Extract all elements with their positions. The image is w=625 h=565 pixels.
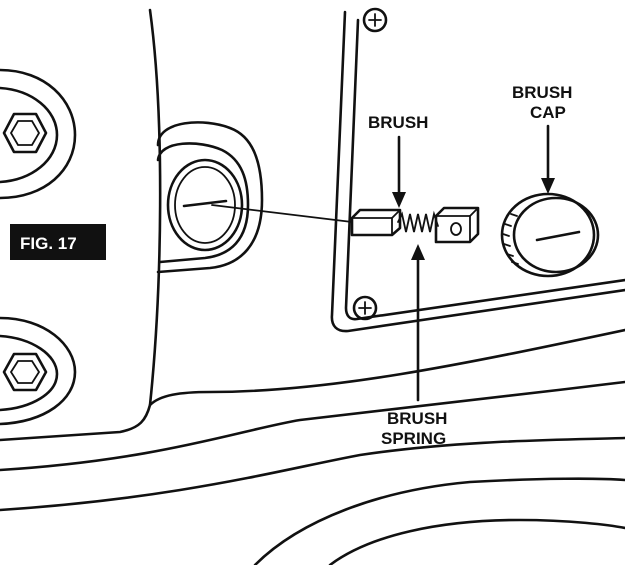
carbon-brush — [350, 208, 402, 237]
brush-port-housing — [156, 121, 264, 274]
cap-slot — [535, 230, 581, 242]
label-brush-spring-line1: BRUSH — [387, 409, 447, 428]
figure-badge — [10, 224, 106, 260]
brush-cap-part — [500, 192, 600, 278]
brush-terminal — [434, 206, 480, 244]
brush-spring-coil — [397, 210, 439, 233]
motor-panel — [330, 7, 625, 333]
sweep-line-2 — [0, 436, 625, 512]
arrow-brush — [392, 135, 406, 208]
port-slot — [182, 199, 228, 208]
arrow-brush-spring — [411, 244, 425, 402]
hex-bolt-bottom — [0, 316, 77, 426]
figure-label: FIG. 17 — [20, 234, 77, 253]
arrow-brush-cap — [541, 124, 555, 194]
housing-contour — [0, 8, 162, 442]
panel-screw-bottom — [352, 295, 378, 321]
sweep-line-4 — [328, 518, 625, 565]
insertion-guide-line — [211, 204, 353, 223]
sweep-line-1 — [0, 380, 625, 472]
panel-screw-top — [362, 7, 388, 33]
label-brush-cap-line1: BRUSH — [512, 83, 572, 102]
label-brush-cap-line2: CAP — [530, 103, 566, 122]
housing-lower-edge — [148, 328, 625, 407]
label-brush: BRUSH — [368, 113, 428, 132]
hex-bolt-top — [0, 68, 77, 200]
label-brush-spring-line2: SPRING — [381, 429, 446, 448]
sweep-line-3 — [253, 477, 625, 565]
